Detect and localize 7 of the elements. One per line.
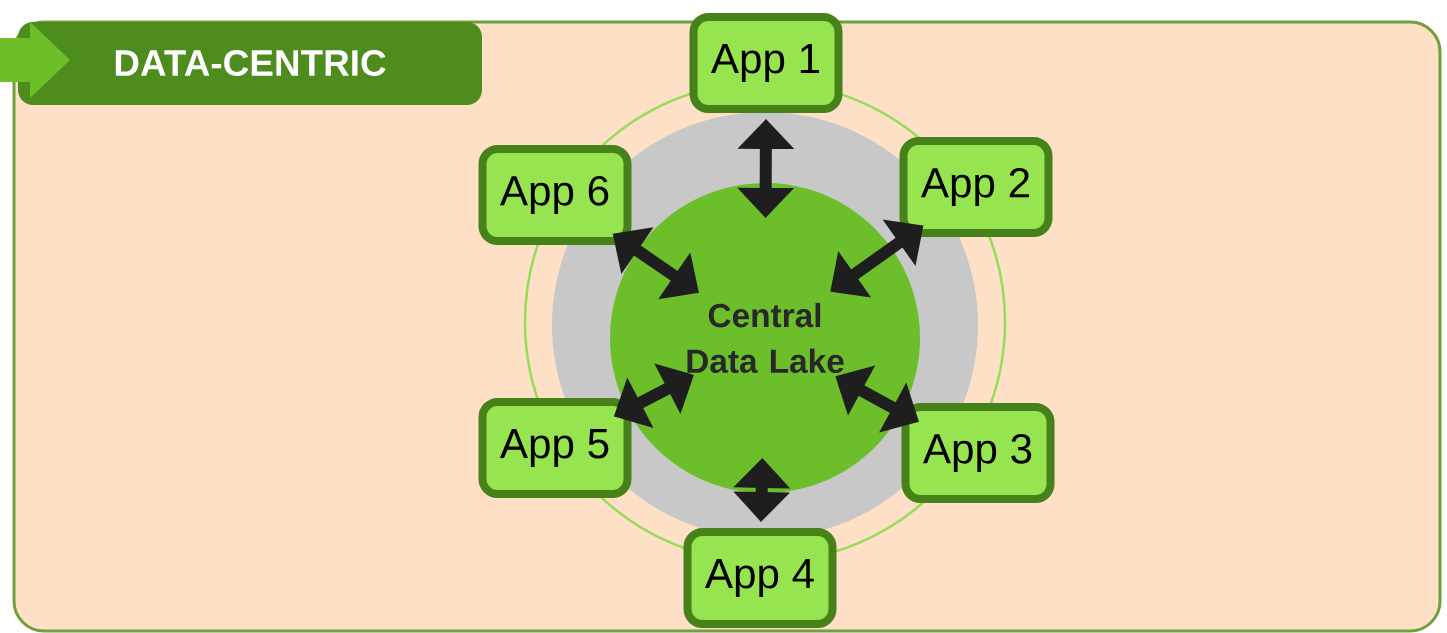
app-box: App 2 <box>899 137 1053 237</box>
app-box: App 3 <box>901 403 1055 503</box>
app-box: App 6 <box>478 145 632 245</box>
app-box: App 5 <box>478 398 632 498</box>
app-box: App 4 <box>683 528 837 628</box>
app-box: App 1 <box>689 13 843 113</box>
title: DATA-CENTRIC <box>115 49 386 77</box>
